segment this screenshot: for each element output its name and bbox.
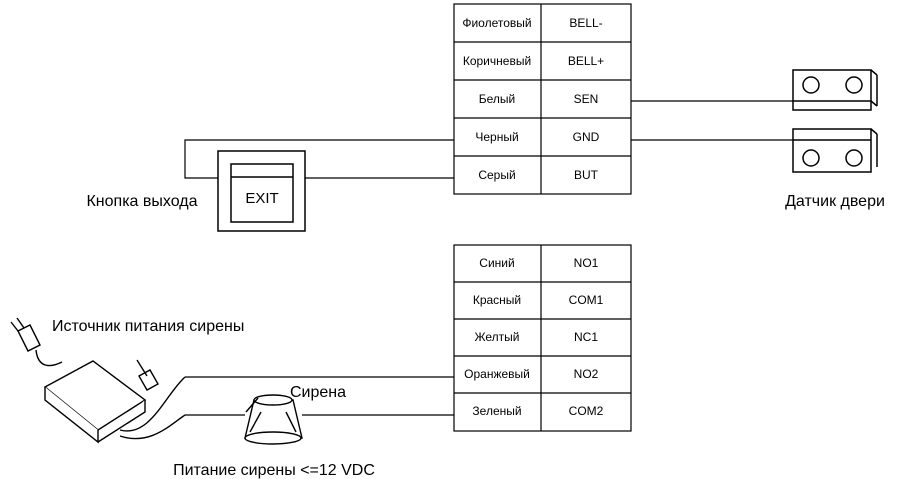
exit-button-text: EXIT <box>245 190 278 207</box>
wire-label: Черный <box>475 130 518 144</box>
wire-label: Фиолетовый <box>462 16 531 30</box>
power-supply-icon <box>10 317 186 444</box>
pin-label: NO2 <box>574 367 599 381</box>
wire-label: Зеленый <box>472 404 521 418</box>
pin-label: GND <box>573 130 600 144</box>
wire-label: Красный <box>473 293 521 307</box>
siren-icon <box>244 394 303 445</box>
pin-label: BELL+ <box>568 54 604 68</box>
wire-label: Коричневый <box>463 54 531 68</box>
pin-label: COM1 <box>569 293 604 307</box>
pin-label: COM2 <box>569 404 604 418</box>
door-sensor-label: Датчик двери <box>785 193 885 210</box>
siren-wires <box>185 376 454 416</box>
wire-label: Серый <box>478 168 515 182</box>
power-supply-label: Источник питания сирены <box>52 318 244 335</box>
terminal-block-bottom <box>453 244 632 432</box>
door-sensor-wires <box>631 100 793 141</box>
pin-label: BELL- <box>569 16 602 30</box>
wire-label: Синий <box>479 256 514 270</box>
wire-label: Оранжевый <box>464 367 530 381</box>
pin-label: SEN <box>574 92 599 106</box>
siren-power-note: Питание сирены <=12 VDC <box>173 462 375 479</box>
terminal-block-bottom-labels: Синий NO1 Красный COM1 Желтый NC1 Оранже… <box>464 256 604 418</box>
siren-label: Сирена <box>290 384 346 401</box>
door-sensor-icon <box>792 69 878 173</box>
exit-button-label: Кнопка выхода <box>86 193 197 210</box>
pin-label: NO1 <box>574 256 599 270</box>
wire-label: Желтый <box>474 330 519 344</box>
terminal-block-top-labels: Фиолетовый BELL- Коричневый BELL+ Белый … <box>462 16 604 182</box>
exit-button-wires <box>184 139 454 179</box>
exit-button-icon <box>217 150 306 232</box>
pin-label: BUT <box>574 168 599 182</box>
wire-label: Белый <box>479 92 515 106</box>
pin-label: NC1 <box>574 330 598 344</box>
terminal-block-top <box>453 3 632 195</box>
